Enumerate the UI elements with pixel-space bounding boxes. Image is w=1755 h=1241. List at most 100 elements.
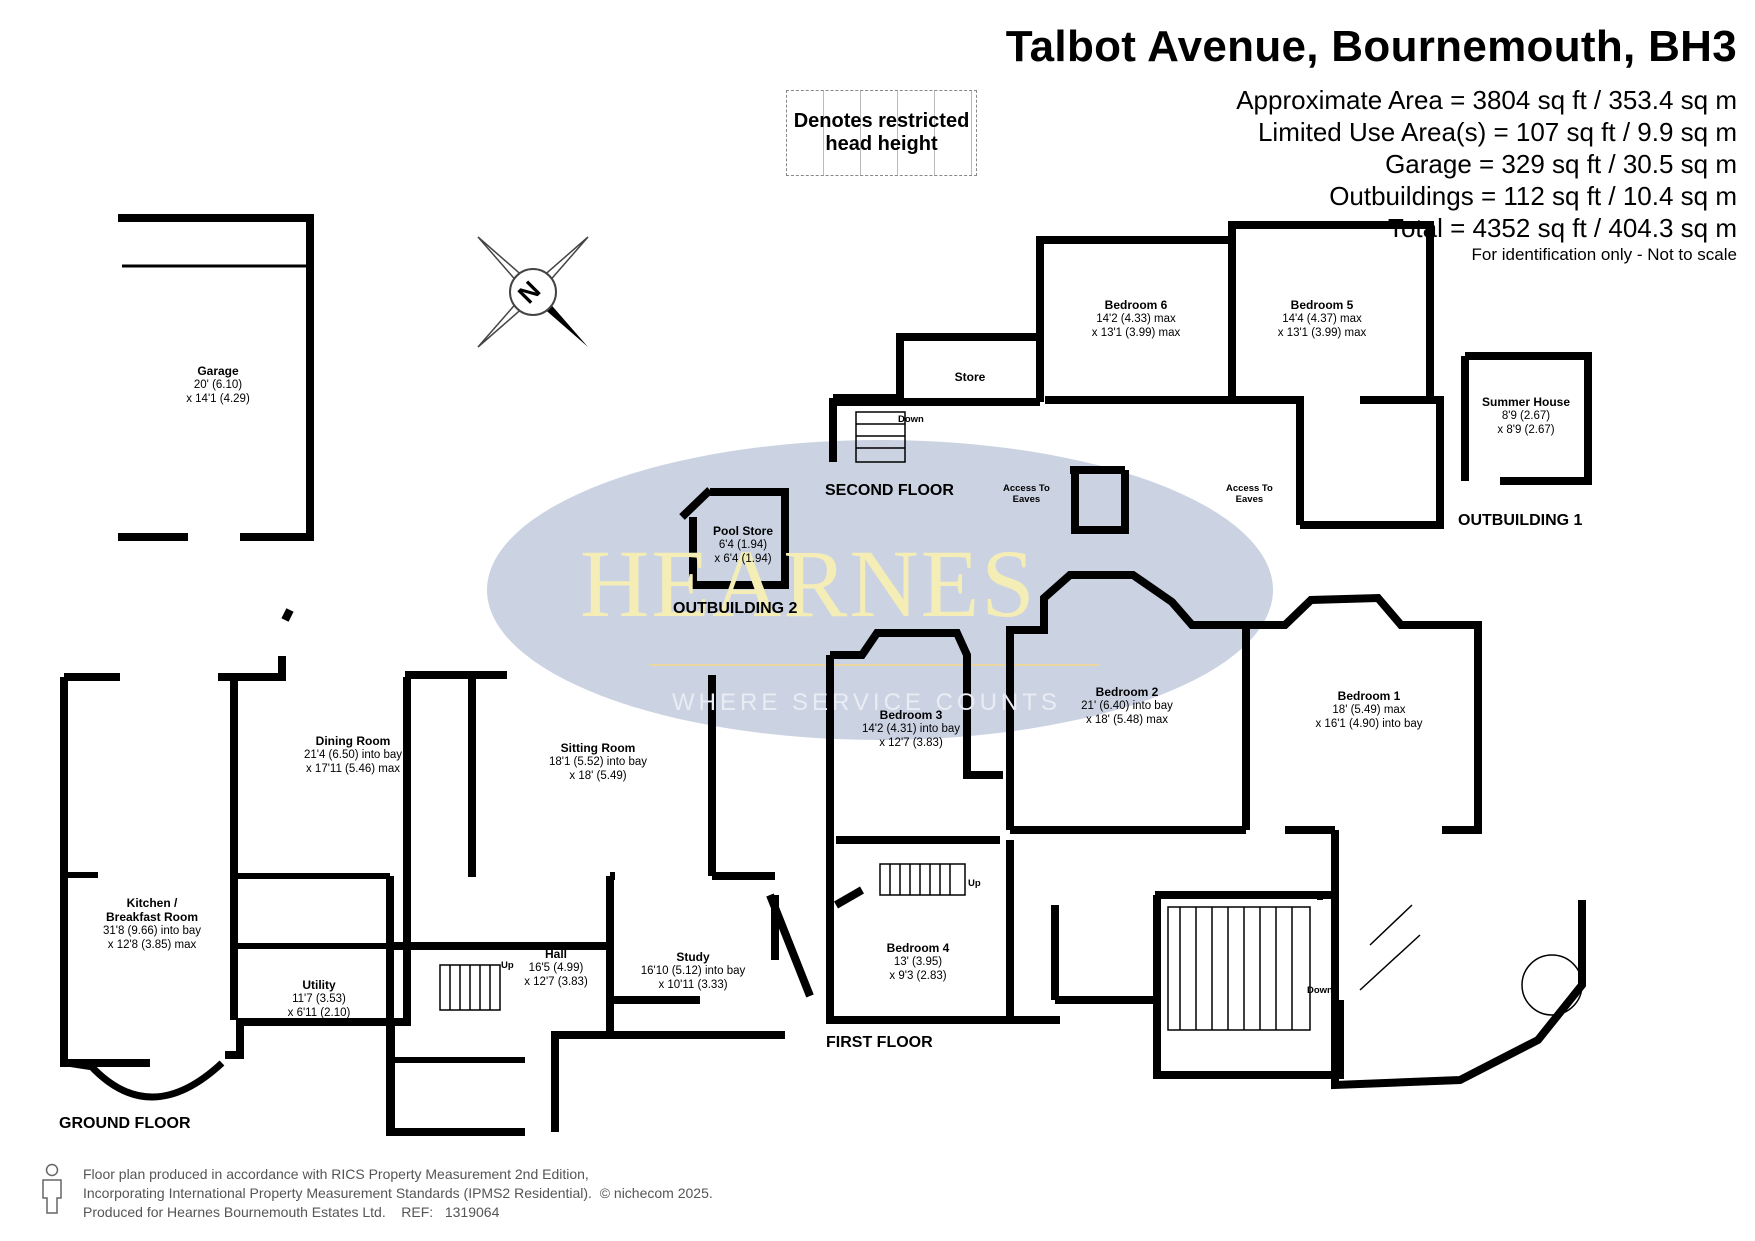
- room-dim-2: x 18' (5.49): [569, 770, 627, 782]
- room-name: Summer House: [1481, 395, 1571, 409]
- room-dim-1: 18'1 (5.52) into bay: [548, 756, 648, 768]
- room-dim-1: 14'2 (4.31) into bay: [861, 723, 961, 735]
- room-dim-2: x 16'1 (4.90) into bay: [1315, 718, 1423, 730]
- watermark-tagline: WHERE SERVICE COUNTS: [672, 689, 1061, 716]
- outbuilding-2-label: OUTBUILDING 2: [673, 600, 798, 617]
- room-dim-1: 21'4 (6.50) into bay: [303, 749, 403, 761]
- footer-line-3: Produced for Hearnes Bournemouth Estates…: [83, 1204, 386, 1220]
- room-name: Bedroom 5: [1290, 298, 1354, 312]
- stair-down-label-first: Down: [1307, 985, 1333, 996]
- room-name: Bedroom 3: [879, 708, 943, 722]
- stair-up-label-ground: Up: [501, 960, 514, 971]
- eaves-line-2: Eaves: [1012, 494, 1041, 505]
- room-dim-1: 21' (6.40) into bay: [1081, 700, 1173, 712]
- room-name: Bedroom 2: [1095, 685, 1159, 699]
- room-dim-1: 8'9 (2.67): [1501, 410, 1551, 422]
- room-dim-1: 31'8 (9.66) into bay: [102, 925, 202, 937]
- ground-floor-label: GROUND FLOOR: [59, 1115, 191, 1132]
- second-floor-label: SECOND FLOOR: [825, 482, 954, 499]
- room-name: Bedroom 4: [886, 941, 950, 955]
- stair-down-label-second: Down: [898, 414, 924, 425]
- room-name-2: Breakfast Room: [105, 910, 199, 924]
- second-floor-walls: [829, 221, 1444, 534]
- staircases: [439, 411, 1583, 1031]
- legend-line-1: Denotes restricted: [793, 110, 970, 132]
- room-dim-2: x 9'3 (2.83): [889, 970, 947, 982]
- room-dim-1: 6'4 (1.94): [718, 539, 768, 551]
- room-dim-1: 14'4 (4.37) max: [1282, 313, 1362, 325]
- area-approximate: Approximate Area = 3804 sq ft / 353.4 sq…: [1236, 85, 1737, 115]
- kitchen-bay: [87, 1060, 225, 1101]
- room-dim-2: x 12'7 (3.83): [524, 976, 588, 988]
- room-dim-2: x 13'1 (3.99) max: [1277, 327, 1367, 339]
- room-dim-1: 16'5 (4.99): [528, 962, 584, 974]
- compass-icon: [477, 236, 589, 348]
- pool-store-walls: [679, 487, 789, 589]
- garage-walls: [118, 214, 314, 541]
- room-name: Store: [954, 370, 986, 384]
- stair-up-label-first: Up: [968, 878, 981, 889]
- footer-ref: 1319064: [444, 1204, 500, 1220]
- room-dim-2: x 8'9 (2.67): [1497, 424, 1555, 436]
- room-dim-2: x 12'8 (3.85) max: [107, 939, 197, 951]
- room-dim-1: 18' (5.49) max: [1332, 704, 1406, 716]
- room-name: Sitting Room: [560, 741, 636, 755]
- area-limited-use: Limited Use Area(s) = 107 sq ft / 9.9 sq…: [1257, 117, 1737, 147]
- room-dim-1: 11'7 (3.53): [292, 993, 346, 1005]
- room-name: Dining Room: [315, 734, 391, 748]
- room-name: Bedroom 6: [1104, 298, 1168, 312]
- area-garage: Garage = 329 sq ft / 30.5 sq m: [1385, 149, 1737, 179]
- page-title: Talbot Avenue, Bournemouth, BH3: [1005, 22, 1737, 71]
- first-floor-lower: [1153, 895, 1344, 1079]
- footer-line-1: Floor plan produced in accordance with R…: [83, 1166, 589, 1182]
- room-dim-1: 16'10 (5.12) into bay: [640, 965, 746, 977]
- room-name: Pool Store: [712, 524, 774, 538]
- room-name: Study: [676, 950, 710, 964]
- room-name: Garage: [197, 364, 239, 378]
- eaves-line-1: Access To: [1226, 483, 1273, 494]
- room-dim-1: 14'2 (4.33) max: [1096, 313, 1176, 325]
- room-dim-2: x 18' (5.48) max: [1085, 714, 1169, 726]
- outbuilding-1-label: OUTBUILDING 1: [1458, 512, 1583, 529]
- area-total: Total = 4352 sq ft / 404.3 sq m: [1387, 213, 1737, 243]
- eaves-line-1: Access To: [1003, 483, 1050, 494]
- first-floor-label: FIRST FLOOR: [826, 1034, 933, 1051]
- legend-line-2: head height: [825, 133, 938, 155]
- room-dim-2: x 10'11 (3.33): [658, 979, 728, 991]
- room-dim-2: x 6'11 (2.10): [287, 1007, 351, 1019]
- room-dim-1: 20' (6.10): [193, 379, 243, 391]
- footer-copyright: © nichecom 2025.: [599, 1185, 713, 1201]
- walls: [60, 214, 1592, 1136]
- room-dim-2: x 6'4 (1.94): [714, 553, 772, 565]
- footer-ref-label: REF:: [401, 1204, 434, 1220]
- room-dim-1: 13' (3.95): [893, 956, 943, 968]
- room-name: Kitchen /: [126, 896, 178, 910]
- footer: Floor plan produced in accordance with R…: [83, 1165, 713, 1222]
- room-name: Utility: [302, 978, 336, 992]
- room-dim-2: x 13'1 (3.99) max: [1091, 327, 1181, 339]
- room-store: Store: [955, 370, 986, 384]
- summer-house-walls: [1461, 352, 1592, 485]
- watermark-name: HEARNES: [580, 530, 1037, 637]
- footer-line-2: Incorporating International Property Mea…: [83, 1185, 592, 1201]
- room-name: Bedroom 1: [1337, 689, 1401, 703]
- eaves-line-2: Eaves: [1235, 494, 1264, 505]
- person-scale-icon: [42, 1163, 62, 1214]
